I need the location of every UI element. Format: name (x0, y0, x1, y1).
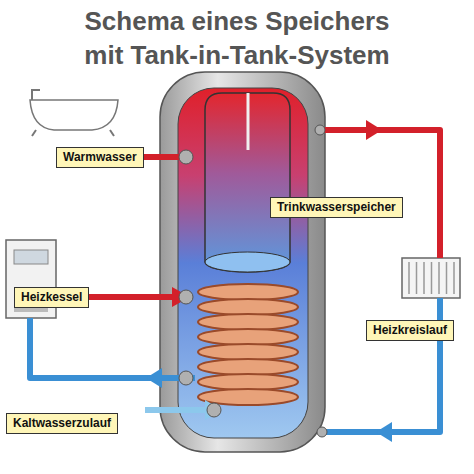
label-box: Heizkreislauf (366, 320, 454, 341)
pipes (30, 130, 440, 432)
tank-bottom (205, 252, 290, 272)
drinking-water-tank (205, 93, 290, 272)
radiator (402, 258, 460, 298)
label-text: Heizkreislauf (373, 323, 447, 338)
label-text: Heizkessel (21, 290, 82, 305)
label-box: Heizkessel (14, 287, 89, 308)
bathtub-feet (32, 130, 114, 136)
label-box: Kaltwasserzulauf (6, 413, 118, 434)
label-box: Warmwasser (56, 147, 144, 168)
outlet-pipe (247, 93, 250, 150)
tank-shell (160, 72, 325, 452)
label-text: Trinkwasserspeicher (277, 200, 396, 215)
heat-exchanger-coil (198, 284, 298, 405)
bathtub (30, 100, 118, 130)
label-box: Trinkwasserspeicher (270, 197, 403, 218)
heating-water (178, 88, 308, 438)
label-text: Warmwasser (63, 150, 137, 165)
pipe-fittings (179, 125, 327, 437)
boiler-panel (14, 250, 48, 264)
diagram-title: Schema eines Speichers mit Tank-in-Tank-… (67, 4, 407, 72)
flow-arrowheads (80, 120, 392, 442)
label-text: Kaltwasserzulauf (13, 416, 111, 431)
bathtub-tap (32, 90, 40, 100)
